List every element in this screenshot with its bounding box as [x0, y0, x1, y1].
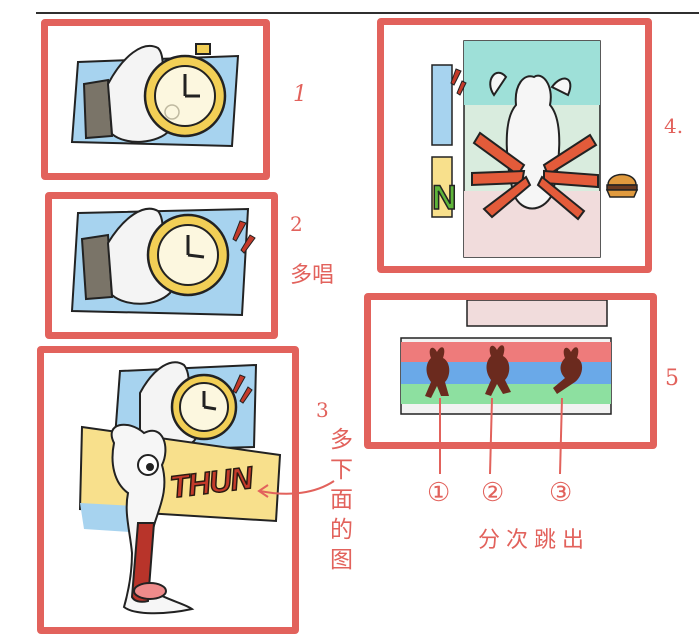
storyboard-panel-2[interactable] — [45, 192, 278, 339]
panel-2-note: 多唱 — [290, 263, 335, 288]
rabbit-silhouette-icon — [425, 345, 583, 398]
panel-3-note: 多下面的图 — [330, 427, 353, 573]
arrow-icon — [257, 480, 335, 498]
marker-2: ② — [481, 478, 505, 508]
panel-5-number: 5 — [665, 366, 679, 391]
panel-2-number: 2 — [290, 212, 303, 236]
panel-4-art: N — [431, 40, 639, 258]
exclamation-icon — [450, 68, 467, 96]
panel-4-sound-partial: N — [432, 179, 457, 217]
marker-1: ① — [427, 478, 451, 508]
panel-3-number: 3 — [316, 398, 329, 422]
multi-arm-rabbit — [471, 71, 599, 221]
storyboard-panel-5[interactable] — [364, 293, 657, 449]
panel-3-art — [78, 361, 282, 615]
panel-1-art — [70, 43, 240, 148]
marker-arrows — [439, 398, 563, 475]
panel-5-note: 分次跳出 — [478, 528, 591, 553]
exclamation-icon — [232, 220, 256, 254]
marker-3: ③ — [549, 478, 573, 508]
panel-1-number: 1 — [293, 82, 307, 107]
storyboard-panel-1[interactable] — [41, 19, 270, 180]
burger-icon — [605, 173, 639, 198]
sleeve-cuff — [82, 78, 114, 140]
storyboard-panel-4[interactable]: N — [377, 18, 652, 273]
stopwatch-icon — [143, 43, 227, 138]
top-rule — [36, 12, 699, 14]
panel-2-art — [70, 207, 256, 317]
panel-4-number: 4. — [664, 114, 684, 138]
panel-5-art — [400, 300, 612, 415]
exclamation-icon — [232, 374, 253, 404]
storyboard-panel-3[interactable] — [37, 346, 299, 634]
shocked-rabbit — [110, 423, 195, 615]
stopwatch-icon — [146, 213, 230, 297]
stopwatch-icon — [170, 373, 238, 441]
